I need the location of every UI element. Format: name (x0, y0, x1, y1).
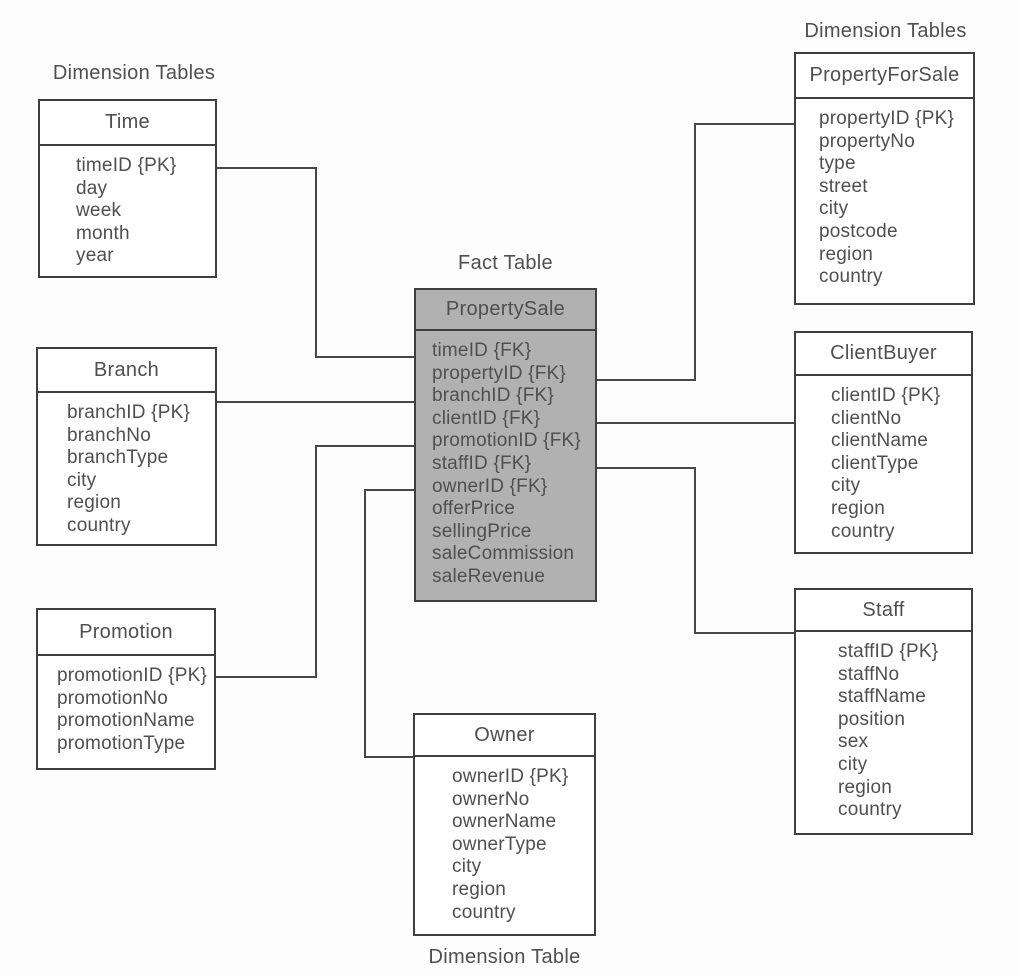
table-time-title: Time (105, 111, 150, 133)
attribute-offerPrice: offerPrice (432, 498, 515, 520)
attribute-position: position (838, 708, 906, 730)
attribute-promotionName: promotionName (57, 710, 195, 732)
attribute-city: city (67, 469, 97, 491)
attribute-propertyID: propertyID {FK} (432, 362, 566, 384)
table-branch-title: Branch (93, 358, 160, 381)
attribute-city: city (819, 198, 849, 220)
table-owner-header: Owner (415, 715, 594, 757)
attribute-region: region (838, 776, 893, 798)
attribute-sex: sex (838, 731, 869, 753)
label-fact-table: Fact Table (458, 252, 553, 274)
attribute-day: day (76, 177, 108, 199)
attribute-staffName: staffName (838, 686, 927, 708)
attribute-timeID: timeID {FK} (432, 340, 532, 361)
table-property-sale-header: PropertySale (416, 290, 595, 331)
table-property-sale-attributes: timeID {FK}propertyID {FK}branchID {FK}c… (416, 331, 595, 600)
attribute-country: country (838, 799, 902, 821)
attribute-branchID: branchID {FK} (432, 385, 554, 407)
attribute-region: region (831, 497, 886, 519)
table-property-for-sale-title: PropertyForSale (809, 64, 960, 86)
attribute-saleCommission: saleCommission (432, 543, 575, 565)
attribute-week: week (76, 200, 122, 222)
table-client-buyer-header: ClientBuyer (796, 333, 971, 376)
attribute-ownerType: ownerType (452, 833, 547, 855)
attribute-promotionID: promotionID {FK} (432, 430, 581, 452)
attribute-region: region (819, 243, 874, 265)
table-property-sale-fact: PropertySale timeID {FK}propertyID {FK}b… (414, 288, 597, 602)
attribute-staffID: staffID {PK} (838, 641, 939, 662)
table-branch-header: Branch (38, 349, 215, 393)
attribute-branchNo: branchNo (67, 424, 151, 446)
attribute-month: month (76, 222, 130, 244)
label-dimension-table-bottom: Dimension Table (428, 946, 581, 968)
attribute-propertyNo: propertyNo (819, 130, 915, 152)
attribute-promotionID: promotionID {PK} (57, 665, 208, 686)
attribute-ownerNo: ownerNo (452, 788, 530, 810)
table-property-sale-title: PropertySale (445, 298, 566, 320)
attribute-saleRevenue: saleRevenue (432, 565, 546, 587)
table-property-for-sale: PropertyForSale propertyID {PK}propertyN… (794, 52, 975, 305)
attribute-clientName: clientName (831, 430, 929, 452)
connector-Owner.ownerID-PropertySale.ownerID (364, 489, 414, 758)
table-staff-title: Staff (862, 598, 905, 621)
attribute-country: country (452, 901, 516, 923)
attribute-city: city (838, 753, 868, 775)
attribute-country: country (819, 266, 883, 288)
attribute-region: region (67, 492, 122, 514)
attribute-country: country (67, 514, 131, 536)
attribute-street: street (819, 175, 868, 197)
attribute-ownerName: ownerName (452, 811, 557, 833)
attribute-clientID: clientID {PK} (831, 385, 941, 406)
attribute-ownerID: ownerID {FK} (432, 475, 548, 497)
attribute-region: region (452, 878, 507, 900)
attribute-ownerID: ownerID {PK} (452, 766, 569, 787)
attribute-year: year (76, 245, 114, 267)
attribute-clientNo: clientNo (831, 407, 902, 429)
attribute-branchID: branchID {PK} (67, 402, 191, 423)
table-owner-title: Owner (474, 723, 535, 746)
label-dimension-tables-left: Dimension Tables (52, 62, 216, 84)
connector-Promotion.promotionID-PropertySale.promotionID (216, 445, 414, 678)
attribute-branchType: branchType (67, 447, 169, 469)
table-staff-header: Staff (796, 590, 971, 632)
attribute-promotionType: promotionType (57, 732, 186, 754)
attribute-city: city (831, 475, 861, 497)
table-time-header: Time (40, 101, 215, 146)
attribute-timeID: timeID {PK} (76, 155, 177, 176)
table-promotion-header: Promotion (38, 610, 214, 656)
attribute-postcode: postcode (819, 220, 898, 242)
connector-Time.timeID-PropertySale.timeID (217, 167, 414, 358)
attribute-clientType: clientType (831, 452, 919, 474)
table-client-buyer-title: ClientBuyer (830, 342, 937, 364)
connector-Staff.staffID-PropertySale.staffID (597, 467, 794, 634)
attribute-type: type (819, 153, 856, 175)
attribute-country: country (831, 520, 895, 542)
table-property-for-sale-header: PropertyForSale (796, 54, 973, 99)
attribute-city: city (452, 856, 482, 878)
attribute-staffID: staffID {FK} (432, 452, 532, 474)
attribute-sellingPrice: sellingPrice (432, 520, 532, 542)
table-promotion-title: Promotion (79, 620, 173, 643)
label-dimension-tables-right: Dimension Tables (804, 20, 967, 42)
attribute-staffNo: staffNo (838, 663, 900, 685)
attribute-propertyID: propertyID {PK} (819, 108, 955, 129)
attribute-clientID: clientID {FK} (432, 407, 541, 429)
attribute-promotionNo: promotionNo (57, 687, 168, 709)
connector-PropertyForSale.propertyID-PropertySale.propertyID (597, 123, 794, 381)
